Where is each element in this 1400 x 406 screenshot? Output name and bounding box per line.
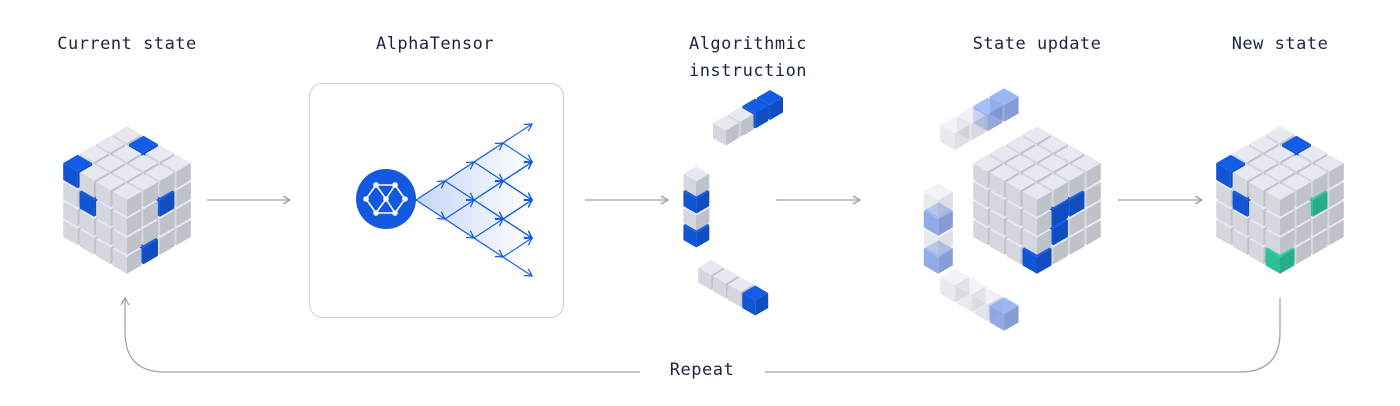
state-update-pieces (923, 88, 1019, 331)
cubelet (712, 115, 739, 146)
algorithmic-instruction-pieces (683, 90, 783, 316)
label-repeat: Repeat (669, 360, 735, 380)
cubelet (742, 285, 769, 316)
cubelet (940, 116, 970, 151)
label-state-update: State update (972, 34, 1102, 54)
cubelet (683, 166, 710, 197)
state-update-tensor (973, 126, 1101, 274)
label-current-state: Current state (57, 34, 197, 54)
cubelet (1265, 183, 1295, 217)
label-new-state: New state (1231, 34, 1329, 54)
cubelet (989, 297, 1019, 331)
label-algorithmic-instruction: Algorithmic instruction (688, 34, 808, 81)
label-alphatensor: AlphaTensor (375, 34, 495, 54)
new-state-tensor (1216, 126, 1344, 274)
cubelet (112, 183, 142, 217)
search-tree-icon (415, 122, 534, 278)
alphatensor-network-icon (356, 169, 416, 229)
cubelet (923, 183, 953, 217)
alphatensor-box (309, 83, 564, 318)
current-state-tensor (63, 126, 191, 274)
repeat-arrow-right (765, 298, 1281, 373)
repeat-arrow-left (120, 296, 640, 373)
cubelet (1022, 183, 1052, 217)
